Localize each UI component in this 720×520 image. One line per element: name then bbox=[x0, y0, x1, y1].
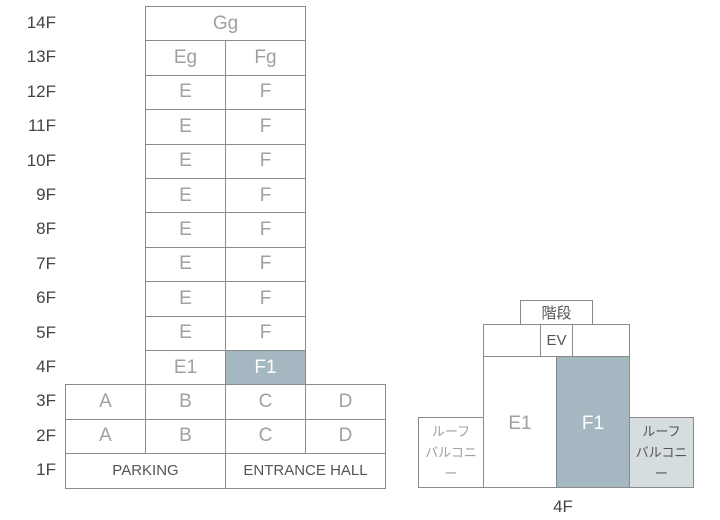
unit-label: F bbox=[259, 219, 272, 241]
unit-label: D bbox=[338, 391, 353, 413]
unit-label: E bbox=[179, 322, 192, 344]
unit-cell[interactable]: A bbox=[65, 418, 146, 455]
floor-label: 9F bbox=[36, 185, 56, 204]
unit-label: A bbox=[99, 425, 112, 447]
unit-label: F bbox=[259, 322, 272, 344]
unit-label: D bbox=[338, 425, 353, 447]
unit-cell[interactable]: E bbox=[145, 212, 226, 248]
unit-cell[interactable]: A bbox=[65, 384, 146, 420]
floor-label: 5F bbox=[36, 322, 56, 342]
unit-label: F bbox=[259, 184, 272, 206]
unit-e1-label: E1 bbox=[508, 413, 532, 434]
unit-cell[interactable]: E bbox=[145, 178, 226, 214]
unit-label: E bbox=[179, 184, 192, 206]
unit-label: E1 bbox=[173, 356, 198, 378]
unit-cell[interactable]: Eg bbox=[145, 40, 226, 76]
unit-label: E bbox=[179, 219, 192, 241]
balcony-label: バルコニー bbox=[635, 445, 688, 481]
balcony-label: ルーフ bbox=[642, 424, 681, 439]
unit-cell[interactable]: Gg bbox=[145, 6, 306, 42]
stairs-box: 階段 bbox=[520, 300, 593, 325]
unit-cell[interactable]: F bbox=[225, 109, 306, 145]
unit-cell[interactable]: F bbox=[225, 178, 306, 214]
plan-title: 4F bbox=[553, 497, 573, 516]
floor-label: 11F bbox=[27, 116, 56, 136]
unit-cell[interactable]: Fg bbox=[225, 40, 306, 76]
floor-label: 12F bbox=[26, 81, 56, 101]
floor-label: 8F bbox=[36, 219, 56, 239]
unit-f1-label: F1 bbox=[581, 413, 605, 434]
unit-cell[interactable]: E bbox=[145, 315, 226, 351]
unit-cell[interactable]: ENTRANCE HALL bbox=[225, 453, 386, 489]
floor-label: 1F bbox=[36, 460, 56, 480]
unit-cell[interactable]: D bbox=[305, 418, 386, 455]
floor-label: 6F bbox=[36, 288, 56, 308]
unit-label: F bbox=[259, 81, 272, 103]
unit-label: Gg bbox=[212, 12, 239, 34]
corridor-right bbox=[572, 324, 630, 357]
unit-cell[interactable]: E1 bbox=[145, 350, 226, 386]
unit-label: F bbox=[259, 287, 272, 309]
unit-label: Eg bbox=[173, 47, 198, 69]
unit-cell[interactable]: C bbox=[225, 384, 306, 420]
unit-label: E bbox=[179, 253, 192, 275]
unit-cell[interactable]: E bbox=[145, 74, 226, 111]
unit-cell[interactable]: F bbox=[225, 143, 306, 179]
balcony-label: バルコニー bbox=[425, 445, 477, 481]
unit-label: F1 bbox=[254, 356, 277, 378]
unit-label: PARKING bbox=[112, 462, 179, 480]
stairs-label: 階段 bbox=[541, 305, 572, 322]
unit-cell[interactable]: F bbox=[225, 315, 306, 351]
unit-label: Fg bbox=[254, 47, 277, 69]
unit-cell[interactable]: F bbox=[225, 281, 306, 317]
floor-label: 10F bbox=[26, 150, 56, 170]
unit-label: A bbox=[99, 391, 112, 413]
unit-label: B bbox=[179, 425, 192, 447]
unit-label: B bbox=[179, 391, 192, 413]
unit-cell[interactable]: C bbox=[225, 418, 306, 455]
unit-f1[interactable]: F1 bbox=[556, 356, 630, 488]
unit-label: E bbox=[179, 115, 192, 137]
floor-label: 4F bbox=[36, 357, 56, 376]
unit-label: C bbox=[258, 425, 273, 447]
unit-label: F bbox=[259, 253, 272, 275]
unit-cell[interactable]: B bbox=[145, 384, 226, 420]
unit-cell[interactable]: D bbox=[305, 384, 386, 420]
unit-cell[interactable]: E bbox=[145, 281, 226, 317]
elevator-label: EV bbox=[546, 332, 567, 349]
roof-balcony-right: ルーフバルコニー bbox=[629, 417, 694, 488]
floor-label: 2F bbox=[36, 425, 56, 445]
unit-label: C bbox=[258, 391, 273, 413]
unit-cell[interactable]: E bbox=[145, 109, 226, 145]
unit-cell[interactable]: F bbox=[225, 212, 306, 248]
roof-balcony-left: ルーフバルコニー bbox=[418, 417, 484, 488]
unit-e1[interactable]: E1 bbox=[483, 356, 557, 488]
floor-label: 3F bbox=[36, 391, 56, 411]
unit-cell[interactable]: F1 bbox=[225, 350, 306, 386]
unit-label: E bbox=[179, 150, 192, 172]
unit-label: F bbox=[259, 115, 272, 137]
floor-label: 7F bbox=[36, 253, 56, 273]
corridor-left bbox=[483, 324, 541, 357]
unit-cell[interactable]: E bbox=[145, 143, 226, 179]
unit-label: E bbox=[179, 287, 192, 309]
unit-cell[interactable]: F bbox=[225, 74, 306, 111]
balcony-label: ルーフ bbox=[431, 424, 471, 439]
unit-cell[interactable]: E bbox=[145, 246, 226, 283]
unit-cell[interactable]: PARKING bbox=[65, 453, 226, 489]
unit-label: E bbox=[179, 81, 192, 103]
unit-label: F bbox=[259, 150, 272, 172]
unit-cell[interactable]: F bbox=[225, 246, 306, 283]
floor-label: 13F bbox=[26, 47, 56, 67]
elevator-box: EV bbox=[540, 324, 573, 357]
floor-label: 14F bbox=[26, 13, 56, 32]
unit-label: ENTRANCE HALL bbox=[243, 462, 368, 480]
unit-cell[interactable]: B bbox=[145, 418, 226, 455]
